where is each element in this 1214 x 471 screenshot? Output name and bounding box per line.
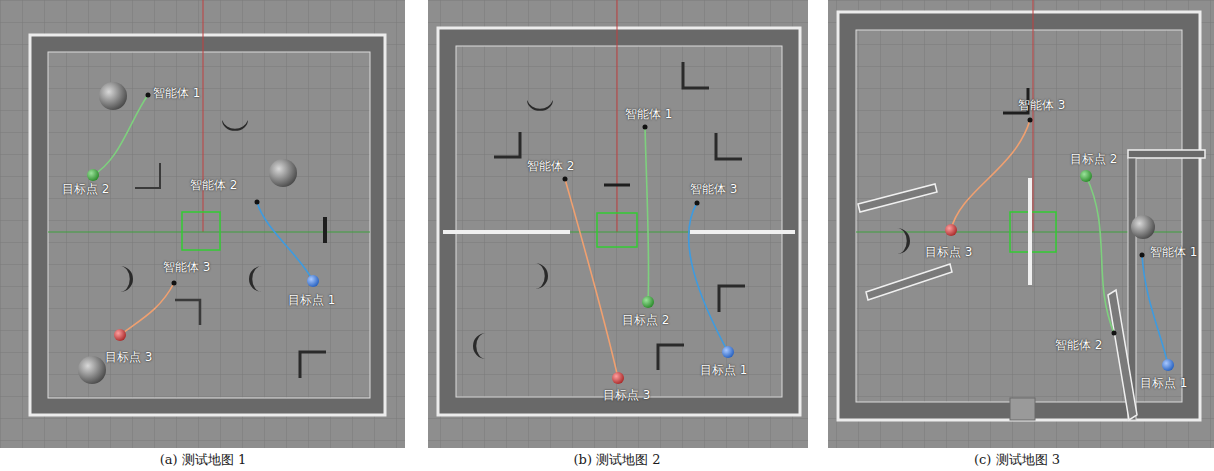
map-label: 目标点 2 [1070,152,1117,167]
map-shape [1108,290,1137,420]
map-shape [0,448,1214,471]
map-shape [945,224,957,236]
map-shape [897,228,910,254]
map-shape [323,217,327,243]
map-shape [645,127,649,302]
map-label: 智能体 2 [527,159,574,174]
map-shape [1010,398,1035,420]
map-shape [182,212,220,250]
map-shape [78,356,106,384]
map-label: 目标点 2 [62,182,109,197]
map-shape [438,28,800,415]
map-label: 目标点 1 [1140,376,1187,391]
map-shape [612,372,624,384]
map-label: 智能体 1 [1150,245,1197,260]
map-shape [716,133,742,159]
map-shape [30,35,385,415]
map-shape [428,0,808,448]
map-shape [689,203,728,352]
map-shape [48,52,370,398]
map-label: 智能体 1 [153,86,200,101]
map-shape [1086,176,1114,333]
map-shape [1140,253,1145,258]
map-shape [135,163,160,188]
map-shape [175,300,200,325]
map-shape [93,95,148,175]
map-shape [1142,255,1168,365]
map-shape [1128,150,1205,158]
map-shape [695,201,700,206]
map-shape [643,125,648,130]
map-shape [203,0,204,232]
map-shape [1112,331,1117,336]
map-shape [597,213,637,247]
map-shape [172,281,177,286]
map-panel [0,0,405,448]
map-label: 目标点 2 [622,313,669,328]
map-label: 智能体 2 [1055,338,1102,353]
map-shape [99,82,127,110]
map-shape [642,296,654,308]
map-label: 智能体 3 [163,260,210,275]
map-shape [722,346,734,358]
map-label: 智能体 3 [690,182,737,197]
map-shape [0,0,405,448]
map-shape [1010,212,1056,252]
map-shape [120,283,174,335]
map-shape [683,62,709,88]
map-shape [456,46,782,397]
map-shape [1028,118,1033,123]
map-shape [828,0,1214,448]
map-label: 目标点 3 [925,245,972,260]
map-shape [565,179,618,378]
map-shape [604,184,630,187]
map-shape [563,177,568,182]
map-shape [527,100,553,111]
map-shape [535,263,548,289]
map-label: 目标点 1 [700,363,747,378]
map-shape [473,333,486,359]
map-shape [114,329,126,341]
map-label: 智能体 1 [625,107,672,122]
map-label: 目标点 3 [603,388,650,403]
map-shape [658,345,684,370]
map-shape [146,93,151,98]
map-shape [443,232,795,233]
map-label: 智能体 2 [190,178,237,193]
map-shape [1162,359,1174,371]
map-shape [866,264,952,300]
sub-caption: (c) 测试地图 3 [974,452,1060,468]
map-shape [300,352,326,378]
map-shape [222,120,248,131]
map-label: 目标点 1 [288,293,335,308]
map-shape [838,12,1200,420]
map-shape [1080,170,1092,182]
map-shape [269,159,297,187]
map-shape [719,286,745,312]
map-shape [494,132,520,157]
map-shape [1033,0,1034,232]
map-shape [951,120,1030,230]
sub-caption: (b) 测试地图 2 [573,452,660,468]
map-shape [120,266,133,292]
map-shape [690,230,795,234]
map-shape [48,232,370,233]
map-label: 智能体 3 [1018,98,1065,113]
map-shape [255,200,260,205]
map-shape [249,266,262,292]
map-shape [87,169,99,181]
map-shape [1028,178,1032,285]
map-label: 目标点 3 [105,350,152,365]
sub-caption: (a) 测试地图 1 [160,452,246,468]
map-shape [257,202,313,281]
map-shape [443,230,570,234]
map-panel [428,0,808,448]
map-shape [858,184,937,212]
map-shape [617,0,618,232]
map-panel [828,0,1214,448]
map-shape [307,275,319,287]
map-shape [1131,215,1155,239]
